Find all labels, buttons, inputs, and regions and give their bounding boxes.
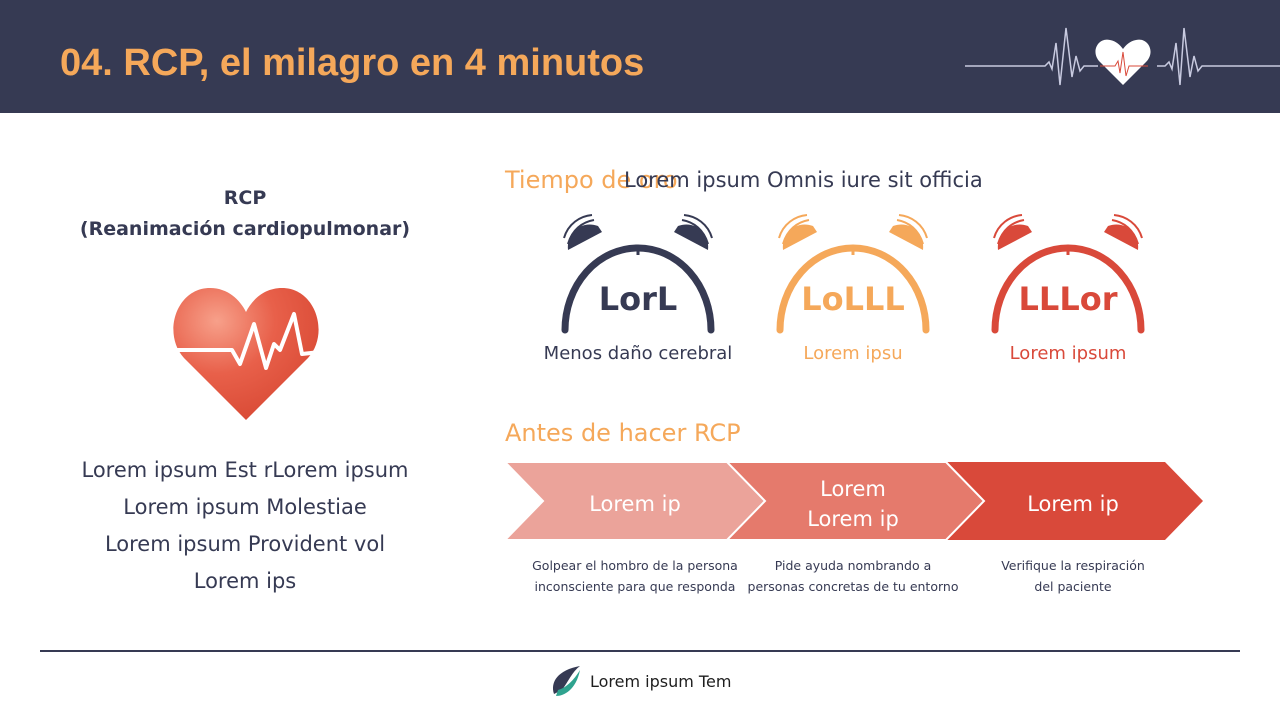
step-desc: Verifique la respiración del paciente: [958, 555, 1188, 597]
left-line: Lorem ipsum Molestiae: [123, 495, 367, 519]
heart-ecg-icon: [172, 288, 321, 420]
step-label: Lorem Lorem ip: [763, 474, 943, 534]
slide-title: 04. RCP, el milagro en 4 minutos: [60, 42, 645, 84]
clock-value: LorL: [598, 280, 678, 318]
tiempo-heading: Tiempo de oro: [505, 166, 678, 194]
step-desc: Pide ayuda nombrando a personas concretas…: [738, 555, 968, 597]
leaf-logo-icon: [553, 666, 580, 696]
clock-caption: Menos daño cerebral: [543, 343, 733, 364]
rcp-title-line2: (Reanimación cardiopulmonar): [79, 218, 411, 240]
footer-divider: [40, 650, 1240, 652]
footer: Lorem ipsum Tem: [550, 664, 731, 698]
clock-2: LoLLL Lorem ipsu: [773, 210, 933, 364]
alarm-clock-icon: [561, 214, 715, 334]
step-label-line: Lorem ip: [807, 507, 899, 531]
clock-value: LoLLL: [801, 280, 905, 318]
clock-caption: Lorem ipsum: [1009, 343, 1127, 364]
desc-line: Pide ayuda nombrando a: [774, 558, 932, 573]
clock-1: LorL Menos daño cerebral: [544, 210, 732, 364]
left-line: Lorem ips: [193, 569, 297, 593]
rcp-title-line1: RCP: [223, 187, 267, 209]
heartbeat-icon: [965, 27, 1280, 86]
alarm-clock-icon: [991, 214, 1145, 334]
desc-line: Golpear el hombro de la persona: [532, 558, 738, 573]
step-desc: Golpear el hombro de la persona inconscie…: [520, 555, 750, 597]
header-bar: 04. RCP, el milagro en 4 minutos: [0, 0, 1280, 113]
left-line: Lorem ipsum Provident vol: [104, 532, 386, 556]
rcp-title: RCP (Reanimación cardiopulmonar): [60, 183, 430, 245]
footer-text: Lorem ipsum Tem: [590, 671, 732, 691]
desc-line: personas concretas de tu entorno: [747, 579, 959, 594]
step-label: Lorem ip: [589, 492, 681, 516]
clock-caption: Lorem ipsu: [803, 343, 903, 364]
left-line: Lorem ipsum Est rLorem ipsum: [81, 458, 409, 482]
antes-heading: Antes de hacer RCP: [505, 419, 741, 447]
desc-line: Verifique la respiración: [1001, 558, 1145, 573]
left-text: Lorem ipsum Est rLorem ipsum Lorem ipsum…: [40, 452, 450, 600]
alarm-clock-icon: [776, 214, 930, 334]
step-arrow-1: [505, 462, 767, 540]
step-label-line: Lorem: [820, 477, 886, 501]
desc-line: del paciente: [1034, 579, 1112, 594]
tiempo-overlay-text: Lorem ipsum Omnis iure sit officia: [624, 168, 983, 192]
steps-arrows: [505, 462, 1203, 540]
clock-3: LLLor Lorem ipsum: [988, 210, 1148, 364]
desc-line: inconsciente para que responda: [534, 579, 736, 594]
clock-value: LLLor: [1018, 280, 1118, 318]
step-label: Lorem ip: [1027, 492, 1119, 516]
step-arrow-3: [942, 462, 1203, 540]
